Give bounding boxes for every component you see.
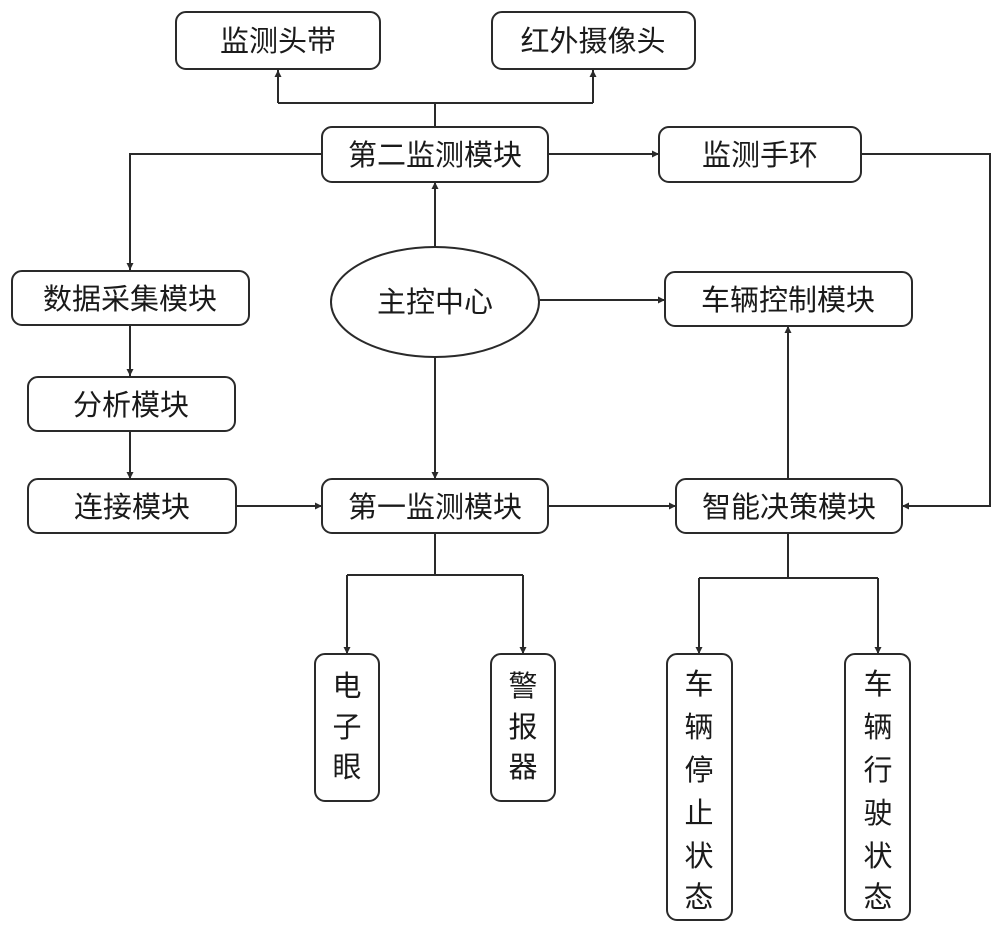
node-electronic-eye-char-1: 电 (332, 669, 361, 703)
node-smart-decision: 智能决策模块 (675, 478, 903, 534)
node-vehicle-drive-char-3: 行 (863, 753, 892, 787)
node-data-collection-label: 数据采集模块 (43, 282, 217, 316)
node-vehicle-stop-char-3: 停 (684, 753, 713, 787)
edge-second-to-data-collection (126, 153, 322, 270)
node-second-monitor-label: 第二监测模块 (348, 138, 522, 172)
node-alarm-char-1: 警 (508, 669, 537, 703)
node-vehicle-drive-char-4: 驶 (863, 796, 892, 830)
node-monitor-bracelet: 监测手环 (658, 126, 862, 183)
node-vehicle-drive-char-2: 辆 (863, 710, 892, 744)
node-vehicle-stop-char-5: 状 (684, 839, 713, 873)
node-connection-label: 连接模块 (74, 490, 190, 524)
node-vehicle-drive-char-5: 状 (863, 839, 892, 873)
node-data-collection: 数据采集模块 (11, 270, 250, 326)
node-vehicle-drive-char-6: 态 (863, 880, 892, 914)
connectors (126, 70, 991, 654)
node-vehicle-stop: 车 辆 停 止 状 态 (666, 653, 733, 921)
node-first-monitor-label: 第一监测模块 (348, 490, 522, 524)
node-monitor-bracelet-label: 监测手环 (702, 138, 818, 172)
node-vehicle-stop-char-1: 车 (684, 667, 713, 701)
node-first-monitor: 第一监测模块 (321, 478, 549, 534)
node-electronic-eye: 电 子 眼 (314, 653, 380, 802)
edge-bracelet-to-decision (861, 153, 991, 510)
node-electronic-eye-char-2: 子 (332, 710, 361, 744)
node-infrared-camera-label: 红外摄像头 (520, 24, 665, 58)
node-vehicle-drive: 车 辆 行 驶 状 态 (844, 653, 911, 921)
node-smart-decision-label: 智能决策模块 (702, 490, 876, 524)
node-vehicle-control: 车辆控制模块 (664, 271, 913, 327)
node-alarm-char-2: 报 (508, 710, 537, 744)
node-infrared-camera: 红外摄像头 (491, 11, 696, 70)
node-analysis-label: 分析模块 (73, 388, 189, 422)
node-second-monitor: 第二监测模块 (321, 126, 549, 183)
node-connection: 连接模块 (27, 478, 237, 534)
node-analysis: 分析模块 (27, 376, 236, 432)
node-vehicle-stop-char-4: 止 (684, 796, 713, 830)
node-alarm-char-3: 器 (508, 750, 537, 784)
node-main-control-label: 主控中心 (377, 285, 493, 319)
node-vehicle-stop-char-2: 辆 (684, 710, 713, 744)
node-monitor-headband-label: 监测头带 (220, 24, 336, 58)
node-alarm: 警 报 器 (490, 653, 556, 802)
node-main-control: 主控中心 (330, 246, 540, 358)
node-electronic-eye-char-3: 眼 (332, 750, 361, 784)
node-vehicle-control-label: 车辆控制模块 (701, 283, 875, 317)
node-monitor-headband: 监测头带 (175, 11, 381, 70)
node-vehicle-stop-char-6: 态 (684, 880, 713, 914)
node-vehicle-drive-char-1: 车 (863, 667, 892, 701)
